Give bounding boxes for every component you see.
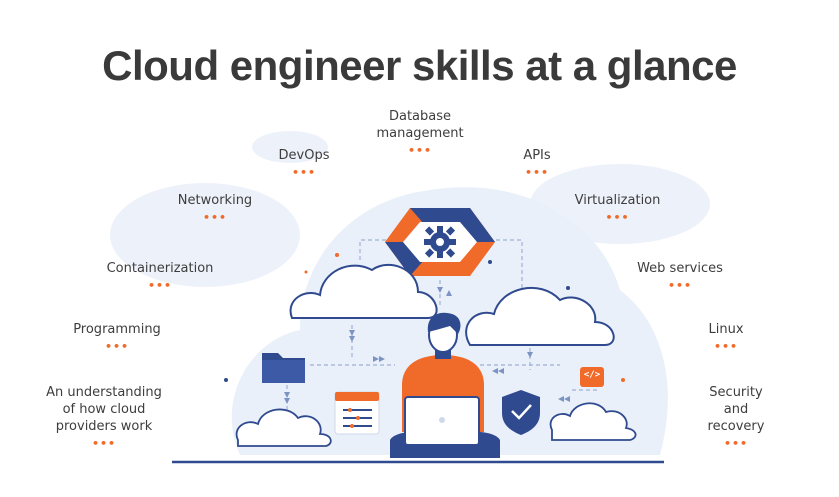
cloud-right-small (549, 402, 637, 441)
skill-security-recovery: Security and recovery••• (707, 385, 765, 450)
skill-database-management: Database management••• (376, 109, 464, 157)
cloud-right-large (465, 286, 615, 346)
skill-virtualization: Virtualization••• (574, 193, 661, 224)
skill-cloud-providers: An understanding of how cloud providers … (46, 385, 162, 450)
task-list-icon (334, 391, 380, 435)
arrow-heads (284, 287, 570, 404)
skill-containerization: Containerization••• (106, 261, 214, 292)
skill-devops: DevOps••• (278, 148, 330, 179)
bg-blob-networking (110, 183, 300, 287)
gear-hexagon-icon (385, 208, 495, 276)
person-with-laptop (390, 312, 500, 458)
gear-icon (424, 226, 456, 258)
skill-linux: Linux••• (708, 322, 744, 353)
code-badge-icon (580, 367, 604, 387)
decorative-dots (224, 253, 625, 382)
page-title: Cloud engineer skills at a glance (102, 42, 737, 90)
skill-networking: Networking••• (177, 193, 253, 224)
skill-apis: APIs••• (523, 148, 551, 179)
cloud-left-large (289, 264, 438, 319)
bg-blob-devops (252, 131, 328, 163)
code-badge-label: </> (583, 370, 601, 380)
cloud-left-small (235, 408, 332, 447)
skill-programming: Programming••• (73, 322, 161, 353)
folder-icon (262, 353, 305, 383)
shield-check-icon (502, 390, 540, 435)
skill-web-services: Web services••• (637, 261, 723, 292)
